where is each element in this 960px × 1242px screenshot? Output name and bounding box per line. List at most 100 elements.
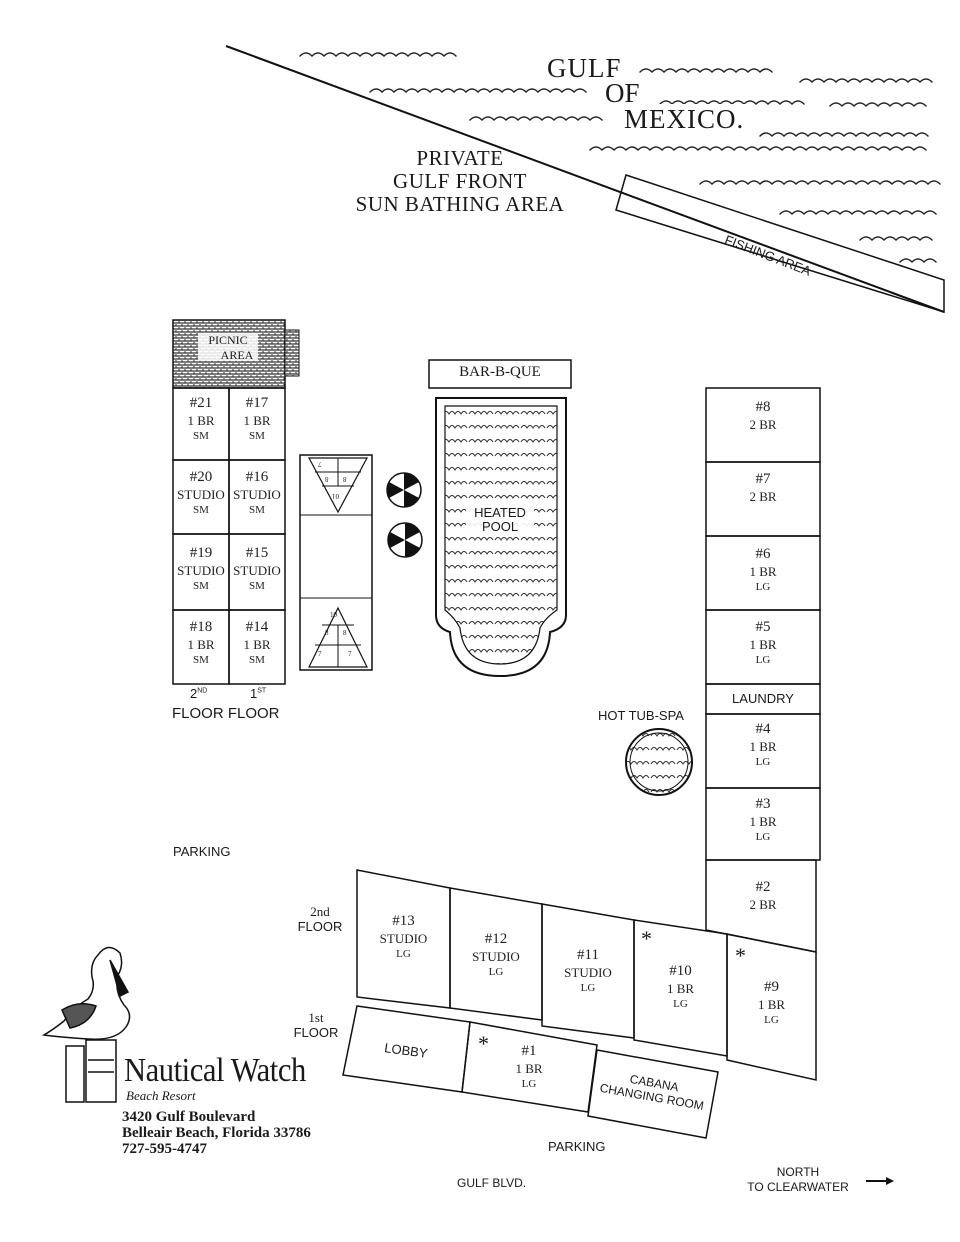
unit-size: SM: [249, 654, 265, 666]
sunbathing-label-line2: GULF FRONT: [393, 169, 527, 193]
barbeque-area: [428, 359, 572, 389]
south-second-floor-ord: 2nd: [310, 904, 330, 919]
sunbathing-label-line3: SUN BATHING AREA: [355, 192, 565, 216]
unit-number: #12: [484, 931, 508, 947]
unit-size: LG: [580, 982, 596, 994]
brand-address: 3420 Gulf Boulevard Belleair Beach, Flor…: [122, 1109, 311, 1157]
star-marker: *: [641, 926, 652, 951]
unit-size: SM: [193, 430, 209, 442]
barbeque-label: BAR-B-QUE: [459, 364, 541, 380]
unit-size: SM: [249, 504, 265, 516]
unit-number: #5: [755, 619, 771, 635]
sunbathing-label-line1: PRIVATE: [416, 146, 504, 170]
first-floor-row-outline: [342, 1005, 719, 1139]
pool-label: HEATED POOL: [462, 506, 538, 534]
brand-tagline: Beach Resort: [126, 1088, 196, 1103]
unit-type: STUDIO: [472, 949, 520, 964]
unit-size: LG: [755, 831, 771, 843]
address-line2: Belleair Beach, Florida 33786: [122, 1125, 311, 1141]
umbrella-icon: [386, 472, 422, 508]
floor-label-second: 2ND: [190, 686, 207, 701]
unit-cell: #8 2 BR: [706, 398, 820, 433]
south-first-floor-label: 1st FLOOR: [288, 1010, 344, 1040]
gulf-label-line2: OF: [603, 78, 642, 109]
gulf-label-line3: MEXICO.: [622, 104, 747, 135]
unit-size: LG: [396, 948, 411, 960]
unit-size: LG: [521, 1078, 537, 1090]
unit-number: #11: [577, 947, 599, 963]
unit-number: #20: [189, 469, 213, 485]
south-second-floor-label: 2nd FLOOR: [292, 904, 348, 934]
unit-number: #18: [189, 619, 213, 635]
unit-type: 2 BR: [749, 489, 777, 504]
unit-type: 1 BR: [757, 997, 786, 1012]
picnic-label-line1: PICNIC: [208, 333, 248, 347]
unit-type: 2 BR: [749, 417, 777, 432]
star-marker: *: [735, 943, 746, 968]
unit-number: #8: [755, 399, 771, 415]
unit-size: SM: [249, 580, 265, 592]
floor-first-number: 1: [250, 686, 258, 701]
floor-first-suffix: ST: [257, 687, 267, 695]
west-building-outline: [172, 387, 286, 685]
floor-caption: FLOOR FLOOR: [172, 705, 280, 722]
fishing-pier: [615, 174, 945, 314]
address-line1: 3420 Gulf Boulevard: [122, 1109, 256, 1125]
unit-size: LG: [755, 756, 771, 768]
phone-number: 727-595-4747: [122, 1141, 207, 1157]
shuffleboard-court: [299, 454, 373, 671]
north-label-line1: NORTH: [776, 1165, 820, 1179]
sunbathing-area-label: PRIVATE GULF FRONT SUN BATHING AREA: [320, 147, 600, 216]
east-building-outline: [705, 387, 821, 953]
unit-type: STUDIO: [177, 487, 225, 502]
shuffleboard-number: 01: [332, 492, 339, 500]
unit-number: #13: [392, 913, 415, 929]
unit-size: LG: [755, 654, 771, 666]
unit-type: 1 BR: [187, 637, 215, 652]
pool-label-line1: HEATED: [474, 505, 526, 520]
unit-number: #15: [245, 545, 269, 561]
heated-pool: [435, 397, 567, 678]
shoreline: [225, 45, 945, 313]
unit-cell: #4 1 BR LG: [706, 720, 820, 770]
road-label: GULF BLVD.: [457, 1176, 527, 1190]
unit-cell: #5 1 BR LG: [706, 618, 820, 668]
floor-second-suffix: ND: [197, 687, 208, 695]
north-label-line2: TO CLEARWATER: [747, 1180, 849, 1194]
south-first-floor-word: FLOOR: [293, 1025, 339, 1040]
south-building-outline: [356, 869, 817, 1081]
unit-number: #16: [245, 469, 269, 485]
unit-type: STUDIO: [233, 487, 281, 502]
unit-type: 1 BR: [243, 637, 271, 652]
floor-label-first: 1ST: [250, 686, 266, 701]
unit-type: 1 BR: [749, 739, 777, 754]
picnic-label-line2: AREA: [220, 348, 254, 362]
shuffleboard-number: 8: [325, 629, 329, 637]
unit-number: #7: [755, 471, 771, 487]
unit-number: #6: [755, 546, 771, 562]
unit-number: #9: [764, 979, 779, 995]
unit-size: SM: [249, 430, 265, 442]
unit-type: 1 BR: [749, 637, 777, 652]
floor-second-number: 2: [190, 686, 198, 701]
laundry-label: LAUNDRY: [732, 691, 794, 706]
unit-number: #2: [755, 879, 771, 895]
unit-cell: #7 2 BR: [706, 470, 820, 505]
unit-number: #4: [755, 721, 771, 737]
unit-size: LG: [764, 1014, 779, 1026]
star-marker: *: [478, 1031, 489, 1056]
unit-type: 1 BR: [749, 564, 777, 579]
unit-number: #3: [755, 796, 771, 812]
